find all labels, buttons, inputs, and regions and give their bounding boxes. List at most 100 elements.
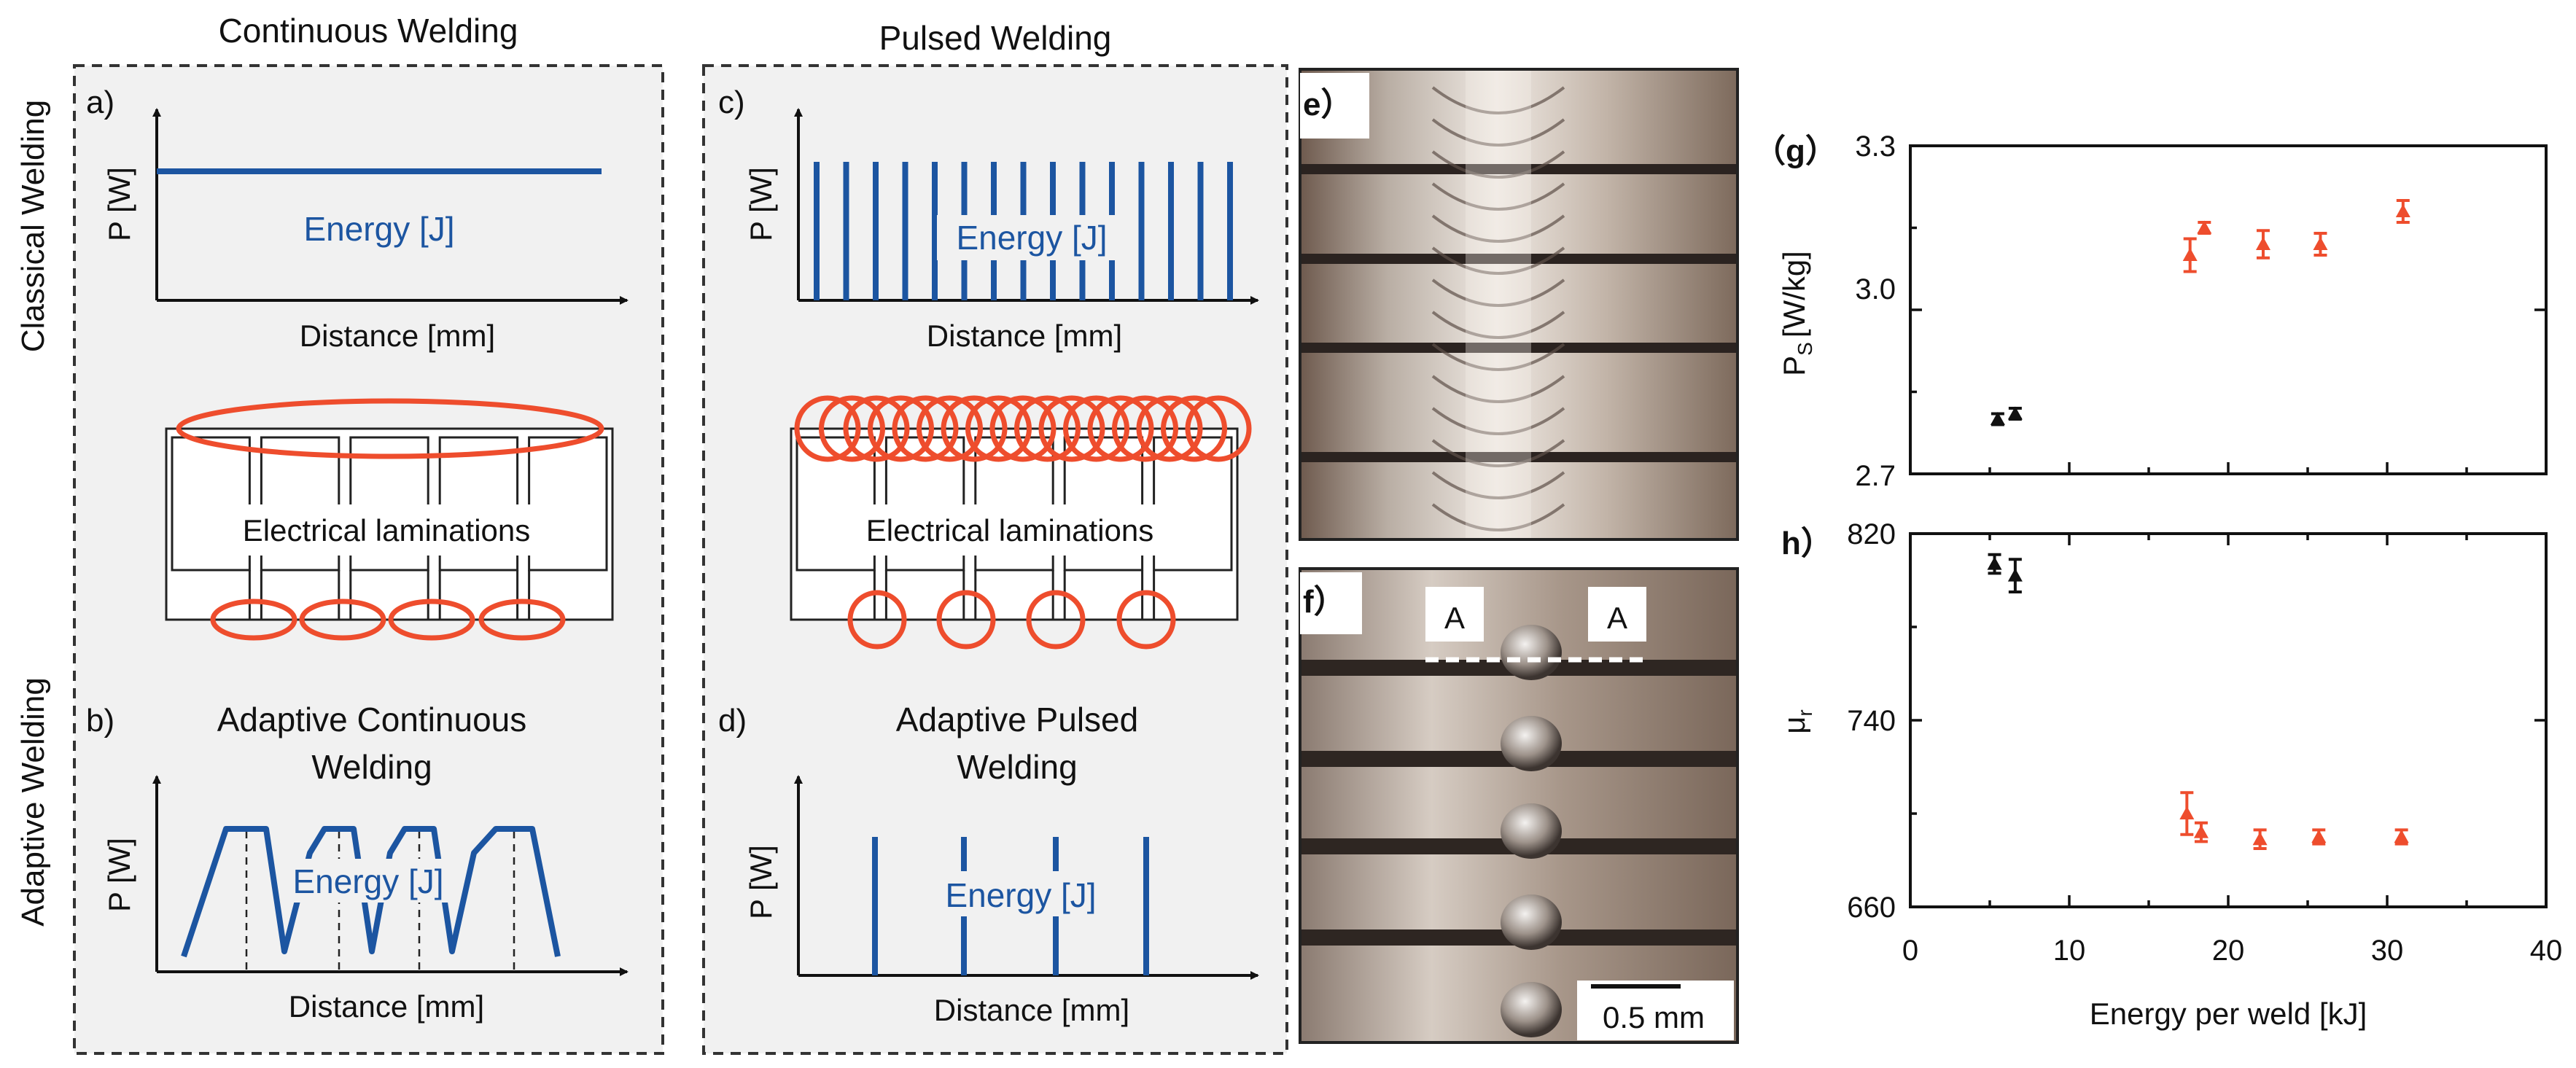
continuous-weld-seams-bottom — [210, 599, 566, 641]
micrograph-f: f） A A 0.5 mm — [1299, 567, 1739, 1044]
panel-b: b) Adaptive Continuous Welding P [W] Dis… — [86, 701, 629, 1024]
weld-bead — [1501, 803, 1562, 859]
x-axis-label-h: Energy per weld [kJ] — [2090, 997, 2367, 1031]
weld-ripple — [1431, 407, 1565, 435]
weld-spot — [1063, 395, 1129, 462]
data-point — [1987, 556, 2002, 570]
data-point — [2197, 220, 2212, 234]
y-axis-label-h: μr — [1777, 709, 1816, 734]
weld-ripple — [1431, 214, 1565, 243]
y-axis-label: P [W] — [102, 167, 136, 241]
data-point — [2394, 830, 2409, 843]
section-mark-right: A — [1607, 601, 1627, 635]
panel-a: a) P [W] Distance [mm] Energy [J] — [86, 85, 629, 353]
panel-letter-f-bg — [1300, 572, 1362, 634]
data-point — [2193, 825, 2209, 838]
energy-label: Energy [J] — [303, 210, 454, 248]
panel-letter-a: a) — [86, 85, 114, 120]
x-axis-label: Distance [mm] — [934, 993, 1129, 1027]
weld-spot — [965, 395, 1032, 462]
section-mark-left: A — [1444, 601, 1465, 635]
weld-ripple — [1431, 375, 1565, 403]
data-point — [2179, 806, 2195, 819]
panel-letter-f: f） — [1303, 584, 1346, 620]
weld-seam-texture — [1431, 69, 1565, 539]
panel-d-title-line1: Adaptive Pulsed — [896, 701, 1138, 738]
pulsed-weld-spots-top — [794, 395, 1252, 462]
data-point — [2311, 830, 2327, 843]
y-axis-label-subscript: r — [1794, 709, 1816, 716]
weld-spot — [1038, 395, 1105, 462]
lamination-gap — [1300, 254, 1738, 264]
weld-spot — [843, 395, 910, 462]
weld-spot-beads — [1501, 625, 1562, 1037]
y-axis-label: P [W] — [102, 838, 136, 912]
pulsed-weld-spots-bottom — [847, 590, 1176, 650]
x-tick-label: 40 — [2530, 935, 2563, 967]
y-ticks-h — [1910, 532, 2546, 908]
energy-label-bg — [937, 215, 1126, 260]
y-ticks-g — [1909, 144, 2548, 475]
data-point — [2007, 568, 2023, 582]
panel-b-title-line1: Adaptive Continuous — [217, 701, 527, 738]
weld-spot — [1087, 395, 1154, 462]
x-axis-label: Distance [mm] — [289, 989, 484, 1024]
weld-bead — [1501, 982, 1562, 1037]
weld-ripple — [1431, 503, 1565, 531]
lamination-gap — [1300, 343, 1738, 353]
data-point — [2252, 832, 2268, 846]
scale-bar-bg — [1577, 981, 1734, 1040]
weld-ripple — [1431, 311, 1565, 339]
data-point — [2007, 406, 2023, 420]
weld-bead — [1501, 716, 1562, 771]
y-tick-label: 740 — [1847, 705, 1896, 737]
chart-g: （g） 3.3 3.0 2.7 PS[W/kg] — [1754, 130, 2548, 492]
y-axis-label: P [W] — [744, 167, 778, 241]
weld-seam — [388, 599, 475, 641]
data-point — [2395, 204, 2410, 217]
weld-spot — [989, 395, 1057, 462]
x-tick-label: 10 — [2053, 935, 2086, 967]
y-tick-label: 660 — [1847, 892, 1896, 924]
weld-seam — [478, 599, 566, 641]
weld-ripple — [1431, 471, 1565, 499]
weld-bead — [1501, 625, 1562, 680]
weld-ripple — [1431, 246, 1565, 275]
energy-label-bg — [919, 871, 1126, 916]
laminations-label-bg — [193, 504, 580, 556]
weld-spot — [847, 590, 907, 650]
weld-spot — [941, 395, 1008, 462]
weld-seam — [299, 599, 386, 641]
energy-label: Energy [J] — [292, 862, 443, 900]
weld-ripple — [1431, 182, 1565, 211]
weld-spot — [1136, 395, 1203, 462]
side-label-adaptive: Adaptive Welding — [15, 677, 51, 927]
y-axis-label-symbol: P — [1777, 356, 1811, 376]
data-points-h — [1987, 553, 2409, 850]
micrograph-e: e） — [1299, 68, 1739, 541]
weld-spot — [1014, 395, 1081, 462]
panel-d-title-line2: Welding — [957, 748, 1077, 786]
lamination-gap — [1300, 452, 1738, 462]
micrograph-e-border — [1299, 68, 1739, 541]
weld-ripple — [1431, 86, 1565, 114]
weld-ripple — [1431, 439, 1565, 467]
micrograph-f-border — [1299, 567, 1739, 1044]
energy-label: Energy [J] — [956, 219, 1107, 257]
lamination-gaps — [1300, 164, 1738, 462]
panel-c: c) P [W] Distance [mm] Energy [J] — [718, 85, 1259, 353]
heading-continuous-welding: Continuous Welding — [219, 12, 518, 50]
panel-letter-c: c) — [718, 85, 745, 120]
continuous-weld-seam-top — [176, 398, 604, 459]
panel-letter-g: （g） — [1754, 133, 1837, 169]
y-tick-label: 820 — [1847, 518, 1896, 550]
y-tick-label: 2.7 — [1855, 460, 1896, 492]
data-point — [2313, 237, 2328, 250]
panel-letter-e: e） — [1303, 87, 1353, 122]
y-tick-label: 3.3 — [1855, 130, 1896, 163]
heading-pulsed-welding: Pulsed Welding — [879, 19, 1112, 57]
scale-bar-label: 0.5 mm — [1603, 1000, 1705, 1034]
laminations-label: Electrical laminations — [243, 513, 531, 547]
side-label-classical: Classical Welding — [15, 100, 51, 352]
plot-frame-h — [1909, 532, 2548, 908]
